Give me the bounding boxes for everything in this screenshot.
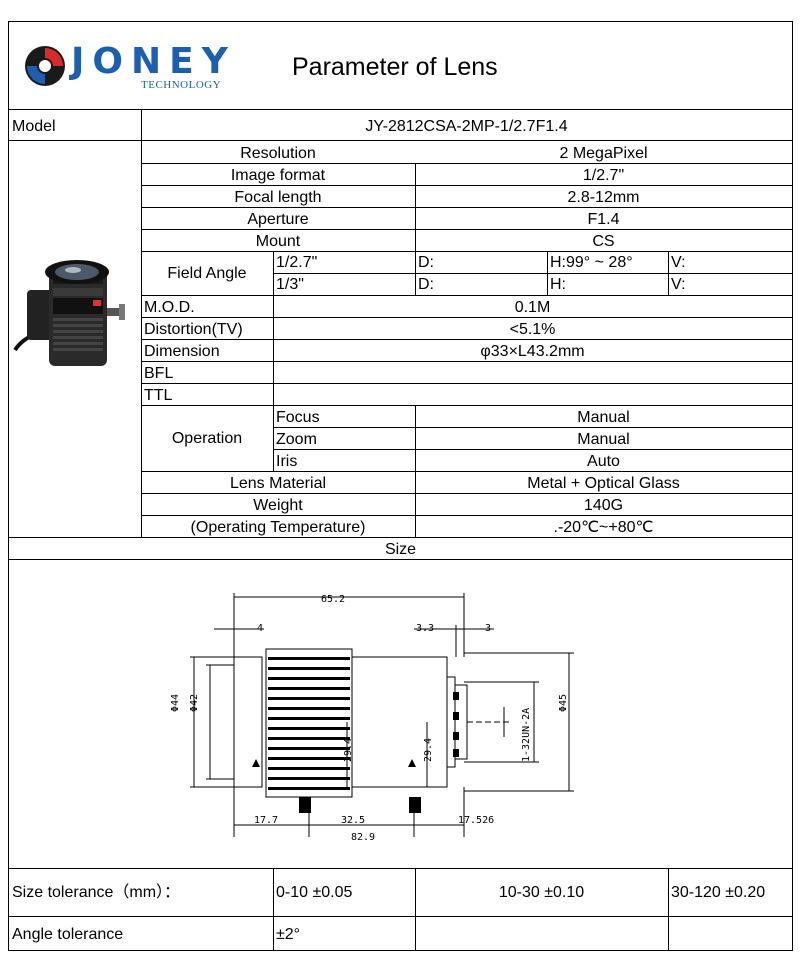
lens-dimension-drawing [190, 593, 574, 837]
mount-label: Mount [255, 233, 301, 250]
logo-subtitle: TECHNOLOGY [141, 79, 222, 91]
size-tolerance-30-120: 30-120 ±0.20 [671, 884, 766, 901]
focal-length-value: 2.8-12mm [567, 189, 640, 206]
angle-tolerance-label: Angle tolerance [12, 926, 124, 943]
ttl-label: TTL [144, 387, 173, 404]
field-angle-label: Field Angle [167, 265, 247, 282]
dim-29-4-b: 29.4 [423, 737, 434, 762]
operation-iris-name: Iris [276, 453, 298, 470]
aperture-label: Aperture [247, 211, 309, 228]
size-tolerance-0-10: 0-10 ±0.05 [276, 884, 353, 901]
field-angle-h-1: H:99° ~ 28° [550, 254, 633, 271]
dim-4: 4 [257, 623, 264, 634]
field-angle-d-2: D: [418, 276, 434, 293]
mod-label: M.O.D. [144, 299, 195, 316]
dim-phi45: Φ45 [558, 693, 569, 712]
size-tolerance-10-30: 10-30 ±0.10 [498, 884, 585, 901]
resolution-label: Resolution [240, 145, 316, 162]
operation-focus-name: Focus [276, 409, 320, 426]
lens-photo [13, 242, 137, 382]
field-angle-format-2: 1/3" [276, 276, 304, 293]
operation-zoom-name: Zoom [276, 431, 317, 448]
operation-label: Operation [171, 430, 243, 447]
aperture-value: F1.4 [587, 211, 620, 228]
mod-value: 0.1M [514, 299, 551, 316]
field-angle-v-1: V: [671, 254, 686, 271]
angle-tolerance-value: ±2° [276, 926, 301, 943]
mount-value: CS [592, 233, 615, 250]
temperature-value: .-20℃~+80℃ [553, 519, 654, 536]
image-format-label: Image format [230, 167, 326, 184]
dim-phi44: Φ44 [170, 693, 181, 712]
page-title: Parameter of Lens [292, 53, 498, 81]
size-tolerance-label: Size tolerance（mm）： [12, 884, 181, 901]
dim-29-4-a: 29.4 [343, 737, 354, 762]
dim-17-526: 17.526 [458, 815, 495, 826]
operation-focus-value: Manual [577, 409, 630, 426]
size-heading: Size [384, 541, 417, 558]
model-label: Model [12, 118, 56, 135]
resolution-value: 2 MegaPixel [559, 145, 648, 162]
operation-zoom-value: Manual [577, 431, 630, 448]
image-format-value: 1/2.7" [582, 167, 625, 184]
distortion-value: <5.1% [509, 321, 556, 338]
lens-material-label: Lens Material [229, 475, 327, 492]
weight-label: Weight [253, 497, 303, 514]
distortion-label: Distortion(TV) [144, 321, 243, 338]
dim-82-9: 82.9 [351, 832, 376, 843]
focal-length-label: Focal length [234, 189, 322, 206]
field-angle-v-2: V: [671, 276, 686, 293]
dim-3-3: 3.3 [416, 623, 435, 634]
logo-mark-icon [25, 46, 65, 86]
dim-thread: 1-32UN-2A [521, 707, 532, 762]
logo-text: JONEY [71, 41, 236, 82]
temperature-label: (Operating Temperature) [190, 519, 366, 536]
field-angle-h-2: H: [550, 276, 566, 293]
logo: JONEY TECHNOLOGY [23, 42, 253, 92]
dimension-label: Dimension [144, 343, 220, 360]
dimension-value: φ33×L43.2mm [480, 343, 585, 360]
weight-value: 140G [583, 497, 624, 514]
parameter-sheet: JONEY TECHNOLOGY Parameter of Lens Model… [8, 21, 793, 951]
dim-17-7: 17.7 [254, 815, 279, 826]
dim-total: 65.2 [321, 594, 346, 605]
field-angle-format-1: 1/2.7" [276, 254, 318, 271]
bfl-label: BFL [144, 365, 174, 382]
field-angle-d-1: D: [418, 254, 434, 271]
lens-material-value: Metal + Optical Glass [527, 475, 680, 492]
dim-32-5: 32.5 [341, 815, 366, 826]
dim-3: 3 [485, 623, 492, 634]
model-value: JY-2812CSA-2MP-1/2.7F1.4 [365, 118, 568, 135]
operation-iris-value: Auto [587, 453, 620, 470]
dim-phi42: Φ42 [189, 693, 200, 712]
